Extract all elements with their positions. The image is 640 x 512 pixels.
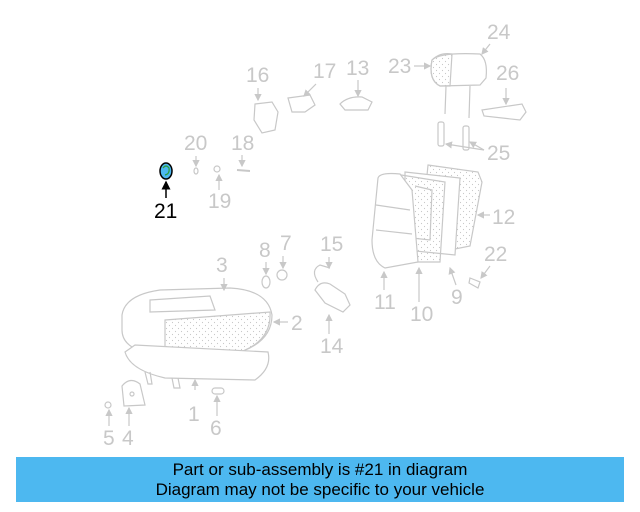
banner-line-part-number: Part or sub-assembly is #21 in diagram xyxy=(172,460,468,479)
callout-6[interactable]: 6 xyxy=(210,417,222,440)
headrest-part[interactable] xyxy=(430,53,487,119)
callout-21[interactable]: 21 xyxy=(154,200,178,223)
nut-part[interactable] xyxy=(276,269,288,281)
callout-5[interactable]: 5 xyxy=(103,427,115,450)
callout-15[interactable]: 15 xyxy=(320,233,344,256)
pin-part[interactable] xyxy=(211,387,225,395)
callout-17[interactable]: 17 xyxy=(313,60,337,83)
bracket-part[interactable] xyxy=(287,94,316,113)
callout-1[interactable]: 1 xyxy=(188,403,200,426)
callout-14[interactable]: 14 xyxy=(320,335,344,358)
callout-24[interactable]: 24 xyxy=(487,21,511,44)
callout-10[interactable]: 10 xyxy=(410,303,434,326)
callout-4[interactable]: 4 xyxy=(122,427,134,450)
clip-part[interactable] xyxy=(104,401,112,409)
info-banner: Part or sub-assembly is #21 in diagram D… xyxy=(16,457,624,502)
callout-7[interactable]: 7 xyxy=(280,232,292,255)
callout-18[interactable]: 18 xyxy=(231,132,255,155)
callout-8[interactable]: 8 xyxy=(259,239,271,262)
guide-part[interactable] xyxy=(437,121,445,147)
callout-23[interactable]: 23 xyxy=(388,55,412,78)
seat-frame-part[interactable] xyxy=(124,344,270,389)
callout-13[interactable]: 13 xyxy=(346,57,370,80)
guide-part-2[interactable] xyxy=(462,125,470,151)
part-21-highlighted[interactable] xyxy=(159,162,173,198)
callout-9[interactable]: 9 xyxy=(451,286,463,309)
seat-back-part[interactable] xyxy=(371,164,483,269)
washer-part[interactable] xyxy=(261,275,271,289)
callout-11[interactable]: 11 xyxy=(374,291,396,314)
callout-19[interactable]: 19 xyxy=(208,190,232,213)
callout-22[interactable]: 22 xyxy=(484,243,508,266)
trim-part[interactable] xyxy=(481,103,527,121)
banner-line-disclaimer: Diagram may not be specific to your vehi… xyxy=(155,480,485,499)
callout-16[interactable]: 16 xyxy=(246,64,270,87)
callout-25[interactable]: 25 xyxy=(487,142,511,165)
knob-part[interactable] xyxy=(339,96,373,111)
hinge-cover-part[interactable] xyxy=(253,101,279,134)
callout-3[interactable]: 3 xyxy=(216,254,228,277)
callout-2[interactable]: 2 xyxy=(291,312,303,335)
callout-20[interactable]: 20 xyxy=(184,132,208,155)
bolt-part[interactable] xyxy=(468,277,481,289)
callout-26[interactable]: 26 xyxy=(496,62,520,85)
switch-part[interactable] xyxy=(313,264,351,313)
callout-12[interactable]: 12 xyxy=(492,206,516,229)
